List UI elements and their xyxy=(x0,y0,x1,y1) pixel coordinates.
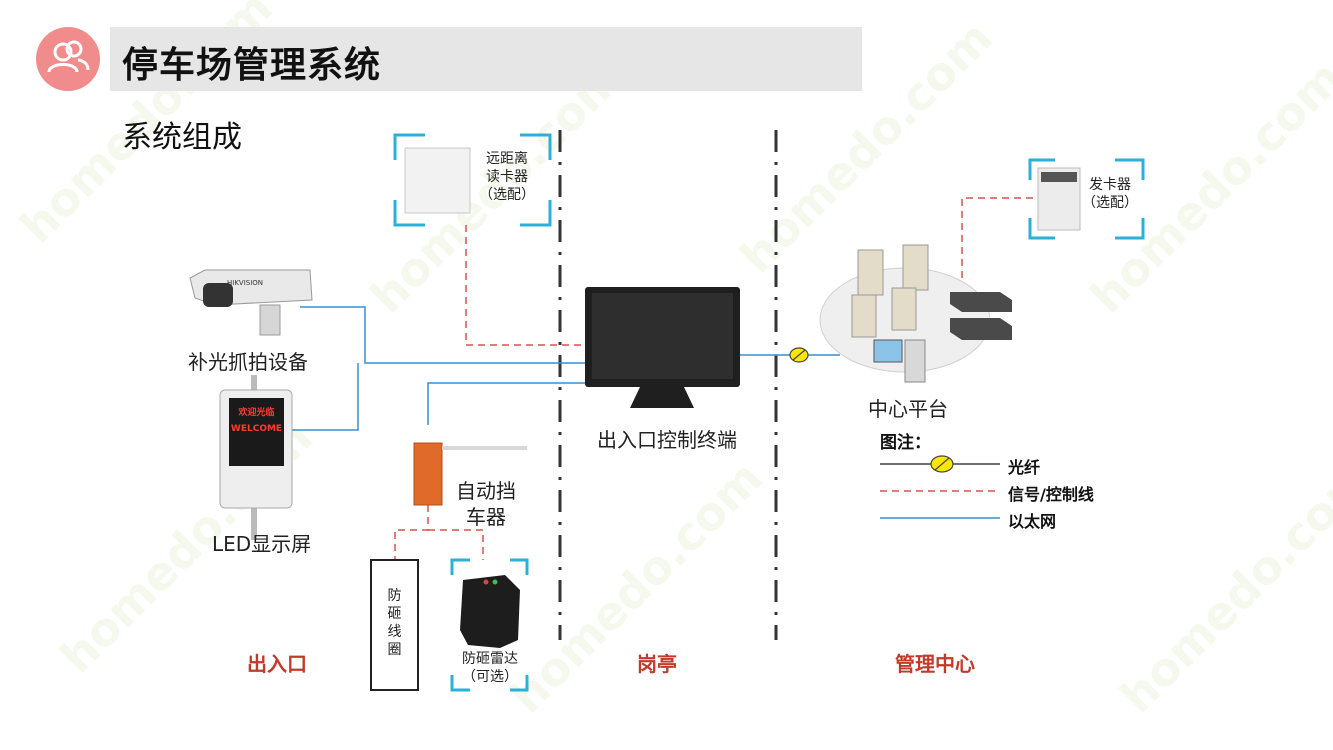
legend-item-ethernet: 以太网 xyxy=(1008,512,1057,531)
signal-line xyxy=(465,225,588,346)
signal-line xyxy=(394,505,429,560)
ethernet-line xyxy=(290,363,359,431)
led-display-icon xyxy=(219,375,293,540)
legend-title: 图注： xyxy=(880,433,931,453)
led-label: LED显示屏 xyxy=(212,532,312,556)
terminal-label: 出入口控制终端 xyxy=(597,428,737,452)
barrier-gate-icon xyxy=(413,442,527,506)
page-subtitle: 系统组成 xyxy=(122,120,242,155)
users-icon xyxy=(36,27,100,91)
card-reader-icon xyxy=(404,147,471,214)
ethernet-line xyxy=(427,382,588,425)
signal-line xyxy=(428,529,484,560)
zone-label-booth: 岗亭 xyxy=(637,652,677,676)
legend-item-fiber: 光纤 xyxy=(1008,458,1041,477)
led-screen-text: 欢迎光临 WELCOME xyxy=(230,408,283,434)
center-label: 中心平台 xyxy=(868,397,948,421)
ethernet-line xyxy=(300,306,588,364)
monitor-icon xyxy=(585,287,740,408)
legend-item-signal: 信号/控制线 xyxy=(1008,485,1094,504)
camera-brand: HIKVISION xyxy=(227,279,264,287)
loop-label: 防 砸 线 圈 xyxy=(387,588,402,658)
camera-label: 补光抓拍设备 xyxy=(188,350,308,374)
reader-label: 远距离 读卡器 （选配） xyxy=(479,151,535,203)
radar-icon xyxy=(460,575,520,648)
issuer-label: 发卡器 （选配） xyxy=(1082,177,1138,211)
zone-label-center: 管理中心 xyxy=(895,652,975,676)
zone-label-entrance: 出入口 xyxy=(247,652,307,676)
camera-icon xyxy=(189,269,313,336)
radar-label: 防砸雷达 （可选） xyxy=(462,651,518,685)
signal-line xyxy=(961,197,1035,290)
title-bar xyxy=(110,27,862,91)
barrier-label: 自动挡 车器 xyxy=(456,479,516,529)
page-title: 停车场管理系统 xyxy=(122,45,382,86)
center-platform-icon xyxy=(819,244,1012,383)
loop-box xyxy=(370,559,419,691)
